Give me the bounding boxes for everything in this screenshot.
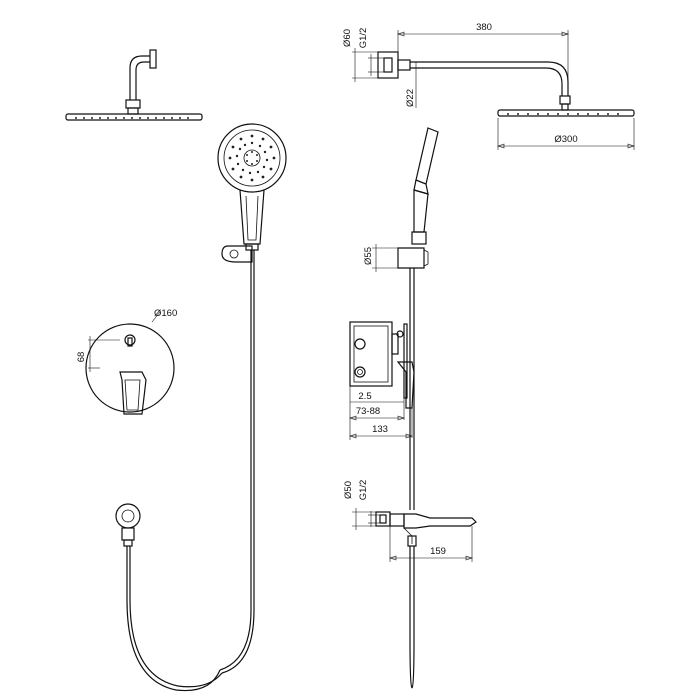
plate-diameter-dimension: Ø160	[151, 308, 177, 323]
arm-thread-label: G1/2	[358, 28, 369, 49]
mixer-control-front-view	[85, 323, 175, 415]
lever-offset-dimension: 68	[76, 336, 120, 372]
shower-arm-side-view	[377, 51, 635, 117]
head-diameter-label: Ø300	[554, 134, 577, 145]
arm-diameter-dimension: Ø22	[405, 61, 418, 108]
holder-diameter-dimension: Ø55	[363, 244, 398, 272]
outlet-diameter-label: Ø50	[343, 481, 354, 499]
wall-depth-label: 73-88	[356, 406, 380, 417]
mixer-body-side-section	[349, 321, 415, 409]
spout-length-dimension: 159	[389, 526, 473, 562]
hand-shower-side-view	[397, 127, 439, 510]
wall-outlet-elbow-front-view	[115, 503, 223, 692]
spout-and-outlet-side-view	[375, 511, 477, 689]
rosette-diameter-dimension: Ø60 G1/2	[342, 28, 384, 82]
total-depth-label: 133	[372, 424, 388, 435]
lever-offset-label: 68	[76, 352, 87, 363]
hand-shower-front-view	[217, 123, 287, 674]
arm-length-dimension: 380	[397, 22, 569, 96]
outlet-dimensions: Ø50 G1/2	[343, 480, 380, 530]
head-diameter-dimension: Ø300	[497, 118, 635, 150]
outlet-thread-label: G1/2	[358, 480, 369, 501]
holder-diameter-label: Ø55	[363, 247, 374, 265]
spout-length-label: 159	[430, 546, 446, 557]
mixer-depth-dimensions: 2.5 73-88 133	[349, 386, 413, 440]
arm-diameter-label: Ø22	[405, 89, 416, 107]
plate-gap-label: 2.5	[358, 391, 371, 402]
overhead-shower-front-view	[65, 49, 203, 121]
rosette-diameter-label: Ø60	[342, 29, 353, 47]
plate-diameter-label: Ø160	[154, 308, 177, 319]
arm-length-label: 380	[476, 22, 492, 33]
